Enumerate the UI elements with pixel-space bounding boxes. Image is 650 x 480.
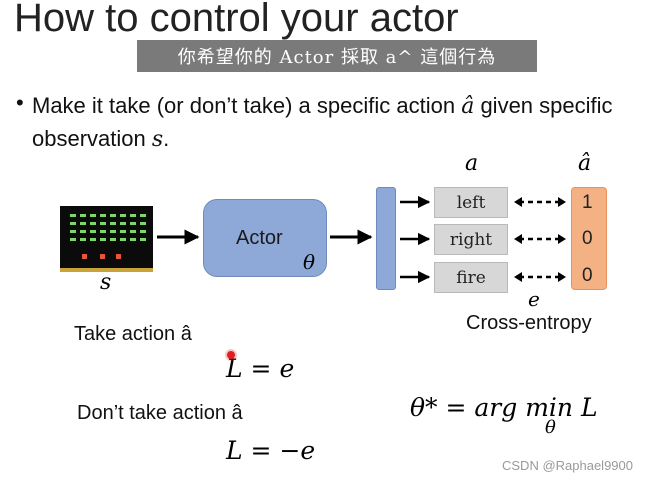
invader-sprite xyxy=(70,230,76,233)
invader-sprite xyxy=(130,214,136,217)
invader-sprite xyxy=(120,230,126,233)
invader-sprite xyxy=(80,214,86,217)
invader-sprite xyxy=(100,230,106,233)
observation-label: s xyxy=(100,270,112,295)
target-vector xyxy=(571,187,607,290)
objective-subscript: θ xyxy=(545,417,556,438)
invader-sprite xyxy=(130,222,136,225)
invader-sprite xyxy=(140,222,146,225)
loss-name: Cross-entropy xyxy=(466,312,592,334)
pointer-dot-icon xyxy=(227,351,235,359)
invader-sprite xyxy=(120,238,126,241)
shield-sprite xyxy=(116,254,121,259)
invader-sprite xyxy=(120,222,126,225)
take-action-equation: L = e xyxy=(226,354,295,383)
invader-sprite xyxy=(110,214,116,217)
objective-text: θ* = arg min L xyxy=(410,393,598,422)
target-value-left: 1 xyxy=(582,192,593,213)
error-label: e xyxy=(528,287,540,311)
action-fire-box: fire xyxy=(434,262,508,293)
shield-sprite xyxy=(100,254,105,259)
compare-arrows xyxy=(519,200,561,279)
shield-sprite xyxy=(82,254,87,259)
invader-sprite xyxy=(120,214,126,217)
dont-take-action-equation: L = −e xyxy=(226,436,316,465)
invader-sprite xyxy=(90,238,96,241)
slide-title: How to control your actor xyxy=(14,0,459,40)
invader-sprite xyxy=(90,214,96,217)
action-column-label: a xyxy=(465,151,479,176)
invader-sprite xyxy=(140,214,146,217)
invader-sprite xyxy=(110,238,116,241)
target-value-fire: 0 xyxy=(582,265,593,286)
invader-sprite xyxy=(140,230,146,233)
invader-sprite xyxy=(100,238,106,241)
bullet-ahat: â xyxy=(461,94,475,119)
invader-sprite xyxy=(90,222,96,225)
actor-parameter: θ xyxy=(303,250,316,274)
invader-sprite xyxy=(100,222,106,225)
invader-sprite xyxy=(80,238,86,241)
dont-take-action-label: Don’t take action â xyxy=(77,402,243,424)
watermark: CSDN @Raphael9900 xyxy=(502,458,633,473)
actor-label: Actor xyxy=(236,227,283,249)
invader-sprite xyxy=(140,238,146,241)
bullet-marker: • xyxy=(16,90,24,115)
bullet-part1: Make it take (or don’t take) a specific … xyxy=(32,93,462,118)
bullet-part2: given specific observation xyxy=(32,93,613,151)
bullet-s: s xyxy=(151,127,164,152)
bullet-text: Make it take (or don’t take) a specific … xyxy=(32,90,642,156)
subtitle-caption: 你希望你的 Actor 採取 a^ 這個行為 xyxy=(137,40,537,72)
invader-sprite xyxy=(130,238,136,241)
invader-sprite xyxy=(100,214,106,217)
invader-sprite xyxy=(110,230,116,233)
compare-arrowheads xyxy=(514,197,566,282)
invader-sprite xyxy=(90,230,96,233)
invader-sprite xyxy=(70,222,76,225)
bullet-end: . xyxy=(163,126,170,151)
take-action-text: Take action â xyxy=(74,323,192,345)
target-column-label: â xyxy=(578,151,592,176)
invader-sprite xyxy=(130,230,136,233)
invader-sprite xyxy=(110,222,116,225)
take-action-label: Take action â xyxy=(74,323,192,346)
target-value-right: 0 xyxy=(582,228,593,249)
invader-sprite xyxy=(80,222,86,225)
actor-box xyxy=(203,199,327,277)
invader-sprite xyxy=(70,214,76,217)
invader-sprite xyxy=(80,230,86,233)
objective-equation: θ* = arg min L θ xyxy=(410,393,598,438)
action-right-box: right xyxy=(434,224,508,255)
action-left-box: left xyxy=(434,187,508,218)
game-screen-icon xyxy=(60,206,153,272)
output-vector xyxy=(376,187,396,290)
invader-sprite xyxy=(70,238,76,241)
